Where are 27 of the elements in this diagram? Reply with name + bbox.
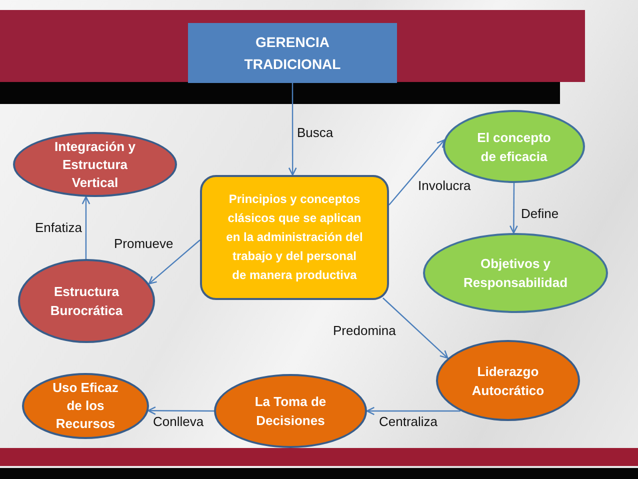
heading-box bbox=[188, 23, 397, 83]
node-text: El concepto de eficacia bbox=[476, 128, 552, 166]
edge-label: Promueve bbox=[114, 236, 174, 252]
arrow bbox=[388, 139, 446, 206]
rounded-box bbox=[200, 175, 389, 300]
arrow bbox=[148, 240, 200, 284]
node-text: Liderazgo Autocrático bbox=[470, 362, 546, 400]
arrow bbox=[509, 183, 518, 234]
node-text: GERENCIA TRADICIONAL bbox=[243, 33, 342, 74]
node-text: Objetivos y Responsabilidad bbox=[462, 255, 569, 292]
edge-label: Busca bbox=[297, 125, 334, 141]
arrow bbox=[82, 196, 90, 259]
arrow bbox=[366, 406, 460, 416]
edge-label: Enfatiza bbox=[34, 220, 82, 236]
edge-label: Define bbox=[521, 206, 559, 222]
edge-label: Involucra bbox=[418, 178, 471, 194]
arrow bbox=[382, 298, 448, 359]
arrow bbox=[148, 406, 214, 415]
node-text: Principios y conceptos clásicos que se aplican en la administración del trabajo y del personal de manera productiva bbox=[225, 191, 364, 284]
node-text: Estructura Burocrática bbox=[49, 283, 124, 320]
node-text: Integración y Estructura Vertical bbox=[54, 138, 136, 192]
node-text: La Toma de Decisiones bbox=[254, 393, 328, 430]
edge-label: Predomina bbox=[333, 323, 396, 339]
arrow bbox=[288, 83, 297, 176]
edge-label: Centraliza bbox=[379, 414, 438, 430]
node-text: Uso Eficaz de los Recursos bbox=[52, 379, 120, 433]
edge-label: Conlleva bbox=[153, 414, 204, 430]
